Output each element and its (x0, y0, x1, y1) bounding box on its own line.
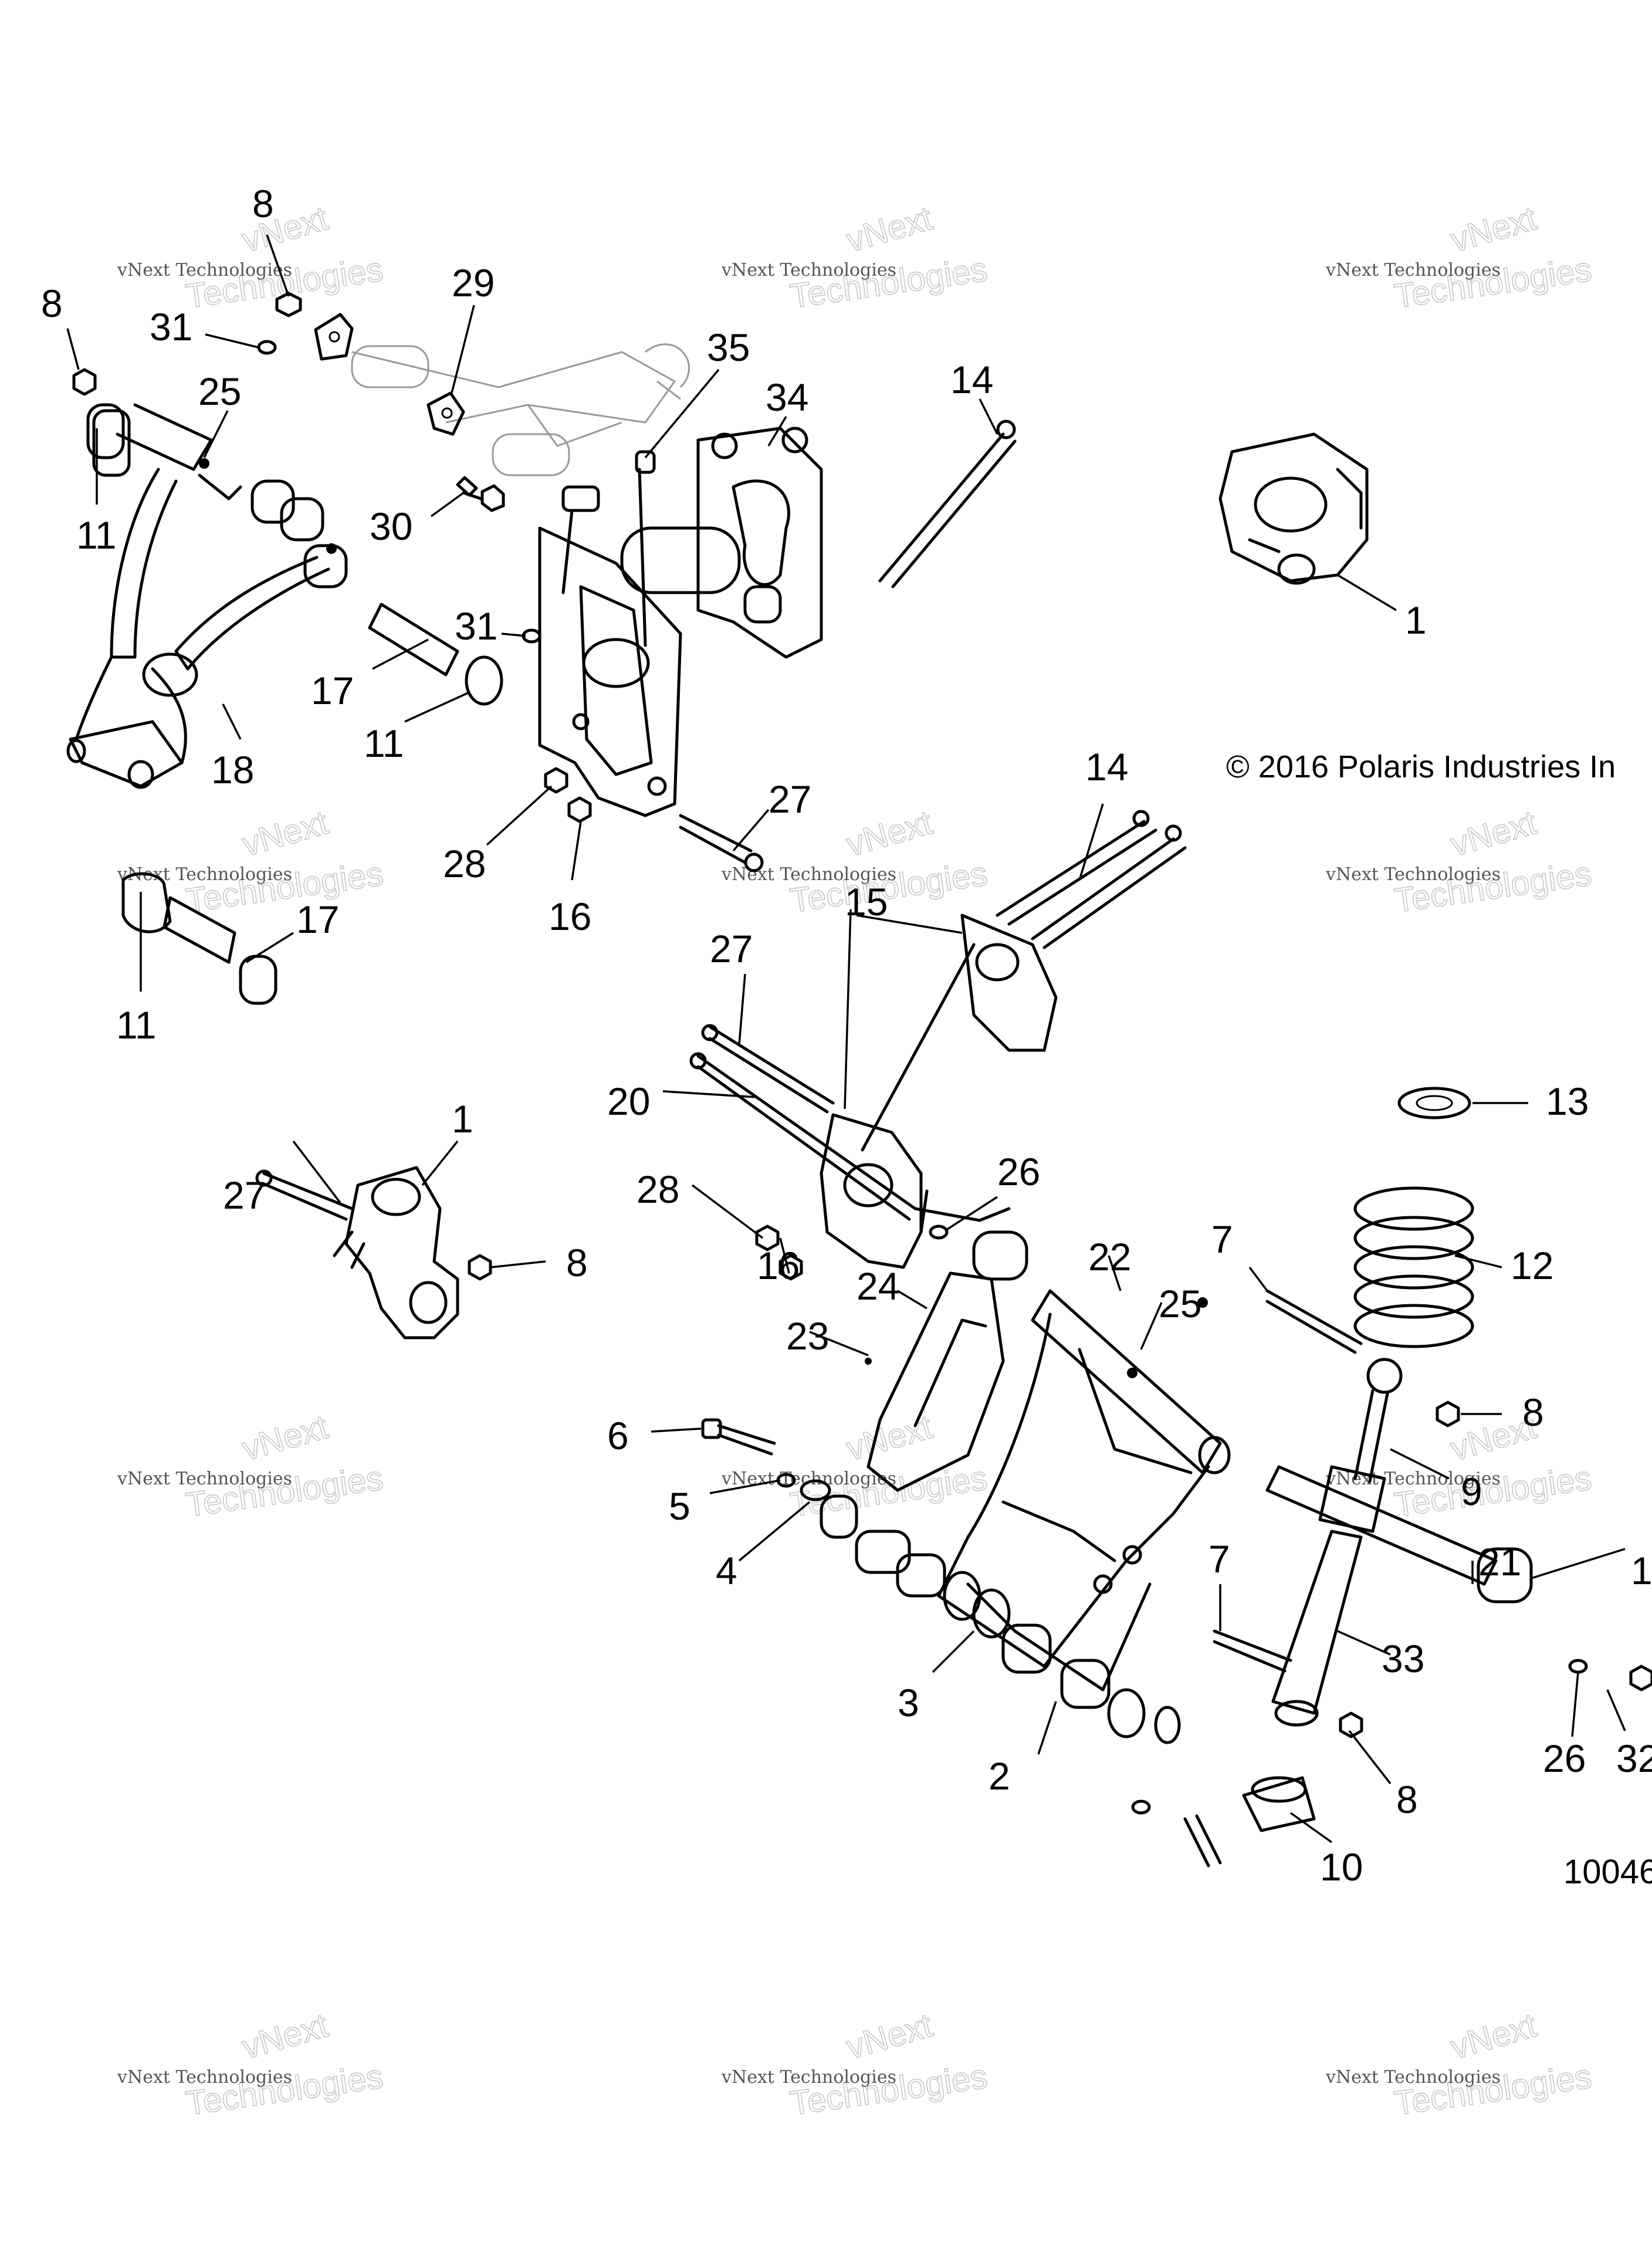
callout-label: 27 (223, 1173, 266, 1217)
callout-label: 11 (76, 513, 117, 557)
ghost-a-arm (351, 343, 690, 476)
watermark-small-text: vNext Technologies (721, 864, 896, 885)
callout-label: 35 (707, 326, 750, 369)
watermark-arc-text: vNext (1447, 199, 1541, 259)
callout-label: 11 (1631, 1549, 1652, 1592)
callout-label: 34 (766, 376, 808, 419)
callout-label: 25 (1159, 1282, 1201, 1325)
callout-label: 7 (1211, 1217, 1233, 1261)
callout-label: 17 (311, 669, 354, 712)
callout-label: 8 (1396, 1778, 1418, 1821)
shock-absorber (1242, 1358, 1403, 1832)
callout-label: 30 (370, 505, 412, 548)
watermark-arc-text: vNext (1447, 803, 1541, 864)
watermark-small-text: vNext Technologies (117, 260, 292, 280)
swing-arm (937, 1230, 1231, 1692)
callout-label: 16 (757, 1244, 800, 1287)
callout-label: 7 (1208, 1537, 1230, 1581)
callout-label: 27 (769, 777, 811, 821)
callout-label: 17 (296, 898, 339, 941)
callout-label: 6 (607, 1414, 629, 1457)
callout-label: 13 (1546, 1080, 1589, 1123)
callout-label: 29 (452, 261, 495, 305)
mount-block (620, 427, 823, 659)
watermark-arc-text: vNext (842, 803, 936, 864)
callout-label: 4 (716, 1549, 737, 1592)
watermark-small-text: vNext Technologies (1325, 864, 1501, 885)
callout-numbers: 8 8 31 29 25 11 30 35 34 14 1 31 17 11 1… (41, 182, 1652, 1889)
callout-label: 5 (669, 1484, 690, 1528)
pivot-bracket (538, 450, 682, 817)
callout-label: 23 (786, 1314, 829, 1358)
callout-label: 28 (443, 842, 486, 885)
bracket-15 (820, 914, 1058, 1269)
watermark-small-text: vNext Technologies (1325, 260, 1501, 280)
watermark-arc-text: vNext (1447, 2006, 1541, 2066)
callout-label: 31 (150, 305, 192, 349)
copyright-notice: © 2016 Polaris Industries In (1226, 749, 1616, 784)
watermark-arc-text: vNext (842, 1408, 936, 1468)
callout-label: 1 (452, 1097, 473, 1141)
callout-label: 18 (211, 748, 254, 791)
document-id: 10046 (1563, 1853, 1652, 1891)
callout-label: 25 (198, 370, 241, 413)
callout-label: 32 (1616, 1737, 1652, 1780)
callout-label: 31 (455, 604, 497, 648)
callout-label: 33 (1382, 1637, 1424, 1680)
callout-label: 14 (1085, 745, 1128, 789)
callout-label: 20 (607, 1080, 650, 1123)
callout-label: 28 (637, 1168, 679, 1211)
callout-label: 10 (1320, 1845, 1363, 1889)
parts-drawings (66, 292, 1652, 1868)
callout-label: 21 (1478, 1540, 1521, 1584)
callout-label: 8 (252, 182, 274, 225)
watermark-small-text: vNext Technologies (117, 1469, 292, 1489)
callout-label: 8 (41, 282, 63, 325)
watermark-arc-text: vNext (238, 2006, 332, 2066)
watermark-small-text: vNext Technologies (117, 2067, 292, 2088)
callout-label: 2 (989, 1754, 1010, 1798)
knuckle-top-right (1218, 432, 1369, 585)
callout-label: 3 (898, 1681, 919, 1724)
coil-spring (1353, 1087, 1474, 1348)
watermark-arc-text: vNext (238, 1408, 332, 1468)
callout-label: 26 (997, 1150, 1040, 1193)
watermark-arc-text: vNext (238, 803, 332, 864)
callout-label: 22 (1088, 1235, 1131, 1278)
callout-label: 11 (116, 1003, 157, 1047)
watermark-arc-text: vNext (842, 199, 936, 259)
callout-label: 9 (1461, 1470, 1482, 1513)
callout-label: 14 (950, 358, 993, 401)
callout-label: 12 (1511, 1244, 1553, 1287)
callout-label: 8 (566, 1241, 588, 1284)
callout-label: 16 (549, 895, 591, 938)
upper-a-arm (66, 403, 348, 789)
watermark-small-text: vNext Technologies (721, 260, 896, 280)
callout-label: 8 (1522, 1391, 1544, 1434)
knuckle-left (333, 1166, 459, 1339)
callout-label: 1 (1405, 598, 1427, 642)
callout-label: 24 (857, 1264, 899, 1308)
callout-label: 15 (845, 880, 888, 923)
watermark-arc-text: vNext (842, 2006, 936, 2066)
watermark-small-text: vNext Technologies (721, 2067, 896, 2088)
leader-lines (66, 234, 1626, 1843)
callout-label: 11 (364, 722, 404, 765)
callout-label: 26 (1543, 1737, 1586, 1780)
watermark-small-text: vNext Technologies (1325, 2067, 1501, 2088)
callout-label: 27 (710, 927, 753, 970)
